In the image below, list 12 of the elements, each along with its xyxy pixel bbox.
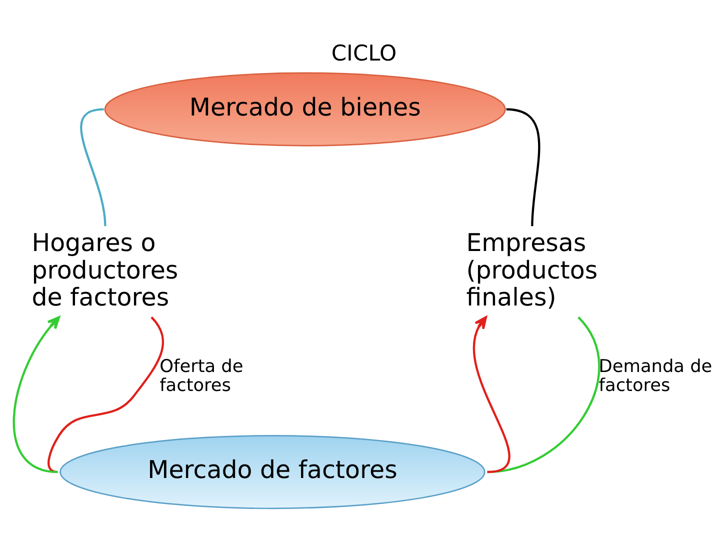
node-text: Hogares o productores de factores xyxy=(32,228,178,312)
arrow xyxy=(473,316,510,474)
edge-label: Demanda de factores xyxy=(598,357,712,396)
node-text: Empresas (productos finales) xyxy=(466,228,598,312)
connector xyxy=(80,108,106,226)
arrow xyxy=(12,316,60,474)
node-ellipse: Mercado de bienes xyxy=(104,72,506,146)
edge-label: Oferta de factores xyxy=(160,357,244,396)
connector xyxy=(48,316,164,474)
node-ellipse: Mercado de factores xyxy=(60,434,486,510)
diagram-title: CICLO xyxy=(331,41,397,66)
connector xyxy=(506,108,540,226)
